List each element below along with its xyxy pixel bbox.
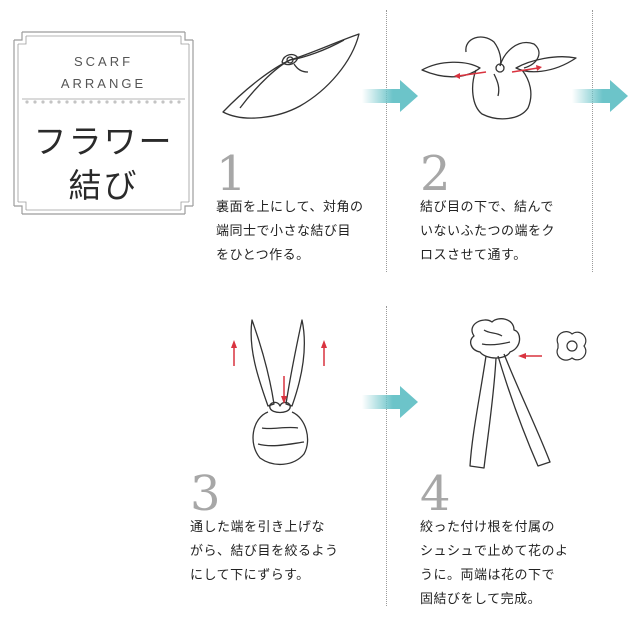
step1-line1: 裏面を上にして、対角の xyxy=(216,200,364,215)
step3-line2: がら、結び目を絞るよう xyxy=(190,544,339,559)
step1-illustration xyxy=(222,33,360,119)
step2-line3: ロスさせて通す。 xyxy=(420,248,527,263)
step3-description: 通した端を引き上げな がら、結び目を絞るよう にして下にずらす。 xyxy=(190,516,370,588)
step2-line2: いないふたつの端をク xyxy=(420,224,556,239)
step4-number: 4 xyxy=(420,466,451,522)
divider-bottom xyxy=(386,306,387,606)
step-arrow-icon xyxy=(572,80,628,112)
page-title: フラワー 結び xyxy=(12,120,195,208)
step1-line2: 端同士で小さな結び目 xyxy=(216,224,352,239)
step4-line2: シュシュで止めて花のよ xyxy=(420,544,569,559)
title-line2: 結び xyxy=(68,166,139,205)
step1-number: 1 xyxy=(216,146,247,202)
divider-top-2 xyxy=(592,10,593,272)
title-sub-line2: ARRANGE xyxy=(60,76,147,91)
title-sub-line1: SCARF xyxy=(73,54,134,69)
step2-illustration xyxy=(421,36,577,120)
title-frame xyxy=(13,31,194,215)
step-arrow-icon xyxy=(362,386,418,418)
title-line1: フラワー xyxy=(33,122,174,161)
lace-divider xyxy=(22,98,185,104)
step3-line3: にして下にずらす。 xyxy=(190,568,310,583)
scrunchie-icon xyxy=(556,331,587,361)
step4-description: 絞った付け根を付属の シュシュで止めて花のよ うに。両端は花の下で 固結びをして… xyxy=(420,516,605,612)
step4-illustration xyxy=(469,318,587,469)
step4-line4: 固結びをして完成。 xyxy=(420,592,542,607)
step2-description: 結び目の下で、結んで いないふたつの端をク ロスさせて通す。 xyxy=(420,196,585,268)
divider-top-1 xyxy=(386,10,387,272)
step3-line1: 通した端を引き上げな xyxy=(190,520,326,535)
step-arrow-icon xyxy=(362,80,418,112)
step3-number: 3 xyxy=(190,466,221,522)
step2-line1: 結び目の下で、結んで xyxy=(420,200,554,215)
step3-illustration xyxy=(231,319,327,465)
step4-line1: 絞った付け根を付属の xyxy=(420,520,556,535)
step1-description: 裏面を上にして、対角の 端同士で小さな結び目 をひとつ作る。 xyxy=(216,196,381,268)
title-sub: SCARF ARRANGE xyxy=(12,51,195,95)
step2-number: 2 xyxy=(420,146,451,202)
step1-line3: をひとつ作る。 xyxy=(216,248,310,263)
step4-line3: うに。両端は花の下で xyxy=(420,568,556,583)
